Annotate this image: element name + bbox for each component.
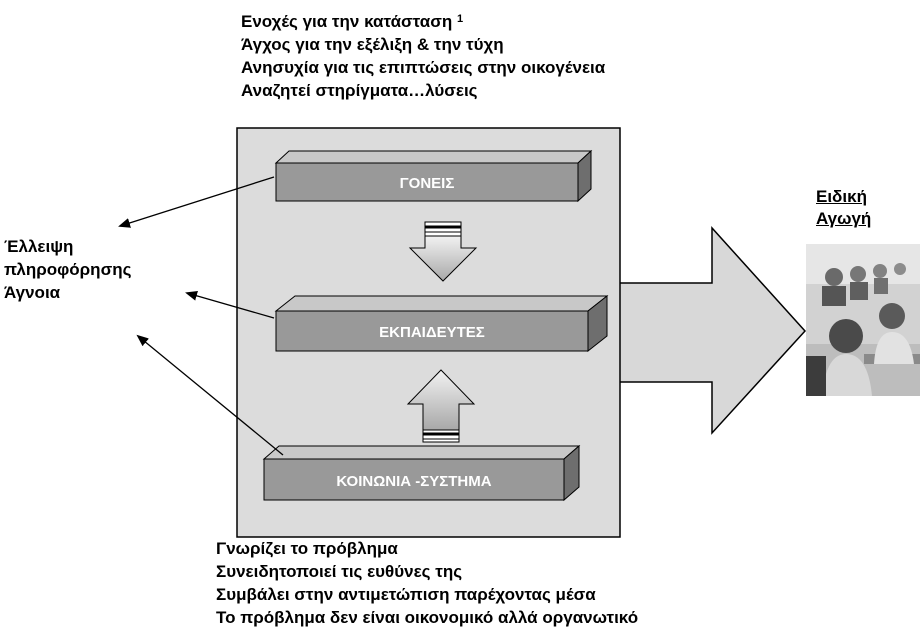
up-arrow (406, 369, 476, 443)
left-note: Έλλειψη πληροφόρησης Άγνοια (4, 235, 131, 304)
box-society-label: ΚΟΙΝΩΝΙΑ -ΣΥΣΤΗΜΑ (336, 473, 491, 490)
bottom-note-3: Συμβάλει στην αντιμετώπιση παρέχοντας μέ… (216, 585, 596, 604)
box-society (262, 444, 581, 502)
top-note-2: Άγχος για την εξέλιξη & την τύχη (241, 35, 504, 54)
box-teachers (274, 294, 609, 353)
footnote-marker: 1 (456, 13, 464, 25)
box-teachers-label: ΕΚΠΑΙΔΕΥΤΕΣ (379, 324, 485, 341)
left-note-line-3: Άγνοια (4, 283, 61, 302)
down-arrow (408, 221, 478, 282)
right-title-line-1: Ειδική (816, 187, 867, 206)
top-notes: Ενοχές για την κατάσταση 1 Άγχος για την… (241, 10, 605, 102)
arrow-parents-to-note (118, 176, 275, 228)
top-note-3: Ανησυχία για τις επιπτώσεις στην οικογέν… (241, 58, 606, 77)
classroom-photo (806, 244, 920, 396)
big-right-arrow (620, 226, 807, 435)
bottom-note-1: Γνωρίζει το πρόβλημα (216, 539, 398, 558)
special-education-title: Ειδική Αγωγή (816, 186, 871, 230)
bottom-notes: Γνωρίζει το πρόβλημα Συνειδητοποιεί τις … (216, 537, 638, 629)
box-parents (274, 149, 593, 203)
arrow-society-to-note (136, 334, 284, 456)
top-note-1: Ενοχές για την κατάσταση 1 (241, 12, 464, 31)
left-note-line-2: πληροφόρησης (4, 260, 132, 279)
arrow-teachers-to-note (185, 290, 275, 319)
bottom-note-4: Το πρόβλημα δεν είναι οικονομικό αλλά ορ… (216, 608, 639, 627)
top-note-4: Αναζητεί στηρίγματα…λύσεις (241, 81, 478, 100)
left-note-line-1: Έλλειψη (4, 237, 74, 256)
right-title-line-2: Αγωγή (816, 209, 872, 228)
box-parents-label: ΓΟΝΕΙΣ (400, 175, 455, 192)
bottom-note-2: Συνειδητοποιεί τις ευθύνες της (216, 562, 463, 581)
